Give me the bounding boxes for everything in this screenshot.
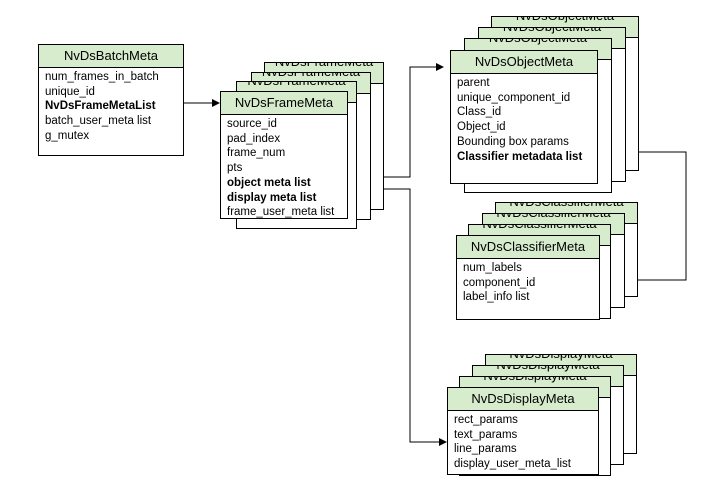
frame-meta-card: NvDsFrameMeta source_id pad_index frame_nu… [220, 91, 348, 219]
batch-meta-card: NvDsBatchMeta num_frames_in_batch unique_… [38, 44, 184, 156]
display-meta-title: NvDsDisplayMeta [448, 388, 598, 411]
frame-meta-title: NvDsFrameMeta [221, 92, 347, 115]
frame-field: source_id [227, 118, 277, 130]
frame-field: frame_user_meta list [227, 206, 335, 219]
frame-field: frame_num [227, 147, 286, 160]
object-meta-card: NvDsObjectMeta parent unique_component_id… [450, 50, 598, 184]
display-field: line_params [454, 443, 517, 456]
batch-field: batch_user_meta list [45, 115, 152, 128]
object-field: Bounding box params [457, 135, 569, 148]
object-field: Class_id [457, 106, 502, 119]
object-field: Object_id [457, 121, 506, 134]
object-field: unique_component_id [457, 91, 571, 104]
display-field: text_params [454, 428, 518, 441]
frame-field: display meta list [227, 191, 317, 204]
batch-field: unique_id [45, 85, 95, 98]
object-field: parent [457, 77, 490, 89]
frame-field: object meta list [227, 176, 311, 189]
classifier-field: label_info list [463, 291, 530, 304]
batch-field: g_mutex [45, 129, 90, 142]
batch-field: NvDsFrameMetaList [45, 100, 156, 113]
display-field: rect_params [454, 414, 518, 426]
object-field: Classifier metadata list [457, 150, 583, 163]
frame-field: pad_index [227, 132, 281, 145]
frame-field: pts [227, 162, 243, 175]
object-meta-title: NvDsObjectMeta [451, 51, 597, 74]
display-field: display_user_meta_list [454, 458, 571, 471]
classifier-field: num_labels [463, 262, 522, 274]
classifier-meta-fields: num_labels component_id label_info list [457, 259, 599, 307]
batch-meta-title: NvDsBatchMeta [39, 45, 183, 68]
classifier-meta-title: NvDsClassifierMeta [457, 236, 599, 259]
classifier-meta-card: NvDsClassifierMeta num_labels component_i… [456, 235, 600, 320]
classifier-field: component_id [463, 276, 536, 289]
batch-field: num_frames_in_batch [45, 71, 159, 83]
